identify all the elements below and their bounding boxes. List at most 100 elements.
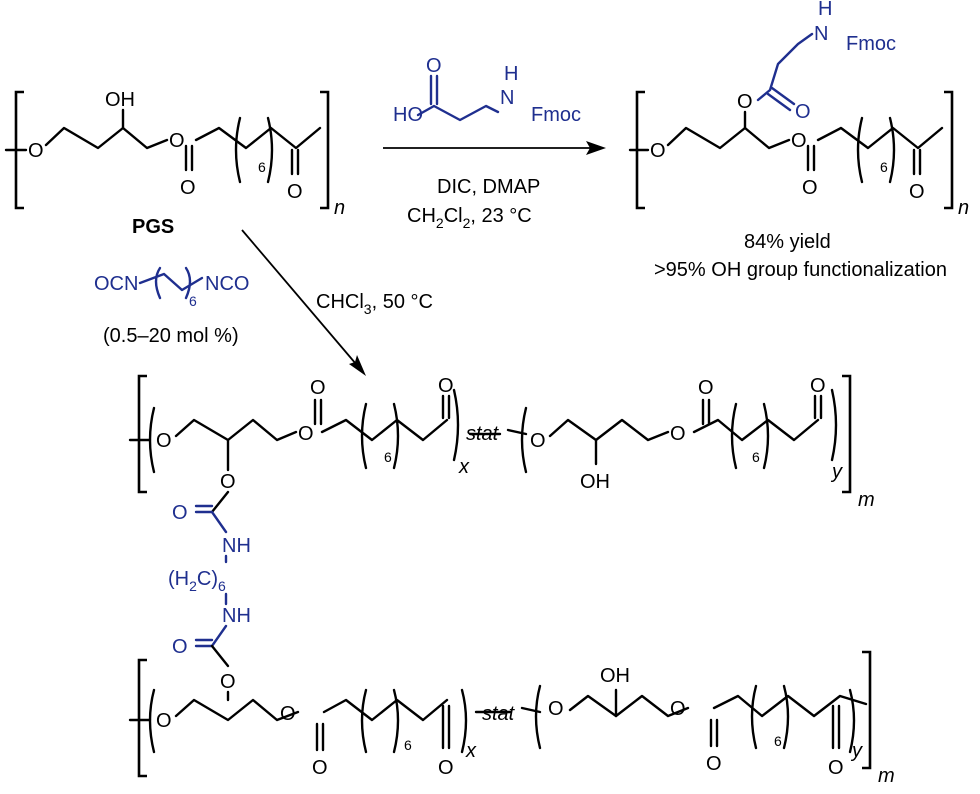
pgs-chain-count: 6 (258, 159, 266, 175)
lower-paren-y (534, 684, 856, 754)
fmoc-gly-n: N (500, 87, 514, 109)
upper-backbone-stat (468, 428, 528, 436)
upper-count-y: 6 (752, 449, 760, 465)
prod-functionalization: >95% OH group functionalization (654, 259, 947, 281)
lower-repeat-m: m (878, 765, 895, 787)
upper-o-carbonyl-x1: O (310, 377, 326, 399)
prod-yield: 84% yield (744, 231, 831, 253)
pgs-o-left: O (28, 140, 44, 162)
prod-o-carbonyl1: O (802, 177, 818, 199)
fmoc-gly-o: O (426, 55, 442, 77)
lower-o-carbonyl-x1: O (312, 757, 328, 779)
linker-nh-upper: NH (222, 535, 251, 557)
upper-bracket-left (137, 374, 147, 494)
prod-h: H (818, 0, 832, 20)
pgs-structure: O OH O O 6 O n PGS (4, 89, 345, 238)
lower-o-ester-y: O (670, 698, 686, 720)
diiso-count: 6 (189, 293, 197, 309)
prod-backbone (628, 126, 944, 152)
crosslinked-lower-chain: O O O 6 O x stat O OH O O 6 O y m (128, 650, 895, 787)
lower-o-carbonyl-y1: O (706, 753, 722, 775)
prod-o-carbonyl2: O (909, 181, 925, 203)
upper-o-ester-x: O (298, 423, 314, 445)
fmoc-glycine-reagent: HO O H N Fmoc (393, 55, 581, 126)
lower-backbone-y (568, 694, 868, 718)
upper-o-carbonyl-x2: O (438, 375, 454, 397)
pgs-repeat-n: n (334, 197, 345, 219)
lower-o-y-left: O (548, 698, 564, 720)
diiso-loading: (0.5–20 mol %) (103, 325, 239, 347)
prod-repeat-n: n (958, 197, 969, 219)
pgs-co-bond1 (184, 144, 194, 172)
lower-o-carbonyl-x2: O (438, 757, 454, 779)
prod-glycyl-bonds (756, 32, 814, 112)
upper-repeat-m: m (858, 489, 875, 511)
fmoc-pgs-product: O O O H N Fmoc O O 6 O n 84% yield >95% … (628, 0, 969, 281)
pgs-oh-label: OH (105, 89, 135, 111)
prod-o-left: O (650, 140, 666, 162)
linker-carbamate-upper (194, 504, 228, 534)
upper-o-carbonyl-y2: O (810, 375, 826, 397)
lower-paren-x (148, 688, 468, 754)
upper-bracket-right (842, 374, 852, 494)
lower-o-carbonyl-y2: O (828, 757, 844, 779)
diiso-nco-right: NCO (205, 273, 249, 295)
top-reaction-arrow: DIC, DMAP CH2Cl2, 23 °C (383, 141, 606, 231)
lower-count-y: 6 (774, 733, 782, 749)
prod-co-bond1 (806, 144, 816, 172)
prod-bracket-right (944, 90, 954, 210)
upper-sub-y: y (830, 461, 843, 483)
lower-count-x: 6 (404, 737, 412, 753)
lower-bracket-right (862, 650, 872, 770)
linker-o-lower (210, 644, 230, 668)
linker-hexyl-text: (H2C)6 (168, 568, 226, 594)
bottom-reaction-arrow: CHCl3, 50 °C (241, 229, 433, 376)
lower-o-left: O (156, 710, 172, 732)
fmoc-gly-fmoc: Fmoc (531, 104, 581, 126)
lower-sub-y: y (850, 740, 863, 762)
fmoc-gly-ho: HO (393, 104, 423, 126)
pgs-o-carbonyl2: O (287, 181, 303, 203)
upper-o-left: O (156, 430, 172, 452)
lower-backbone-x (128, 698, 449, 722)
pgs-co-bond2 (290, 148, 300, 176)
pgs-name: PGS (132, 216, 174, 238)
bottom-arrow-shaft (241, 229, 357, 365)
bottom-solvent: CHCl3, 50 °C (316, 291, 433, 317)
bottom-arrow-head (349, 355, 366, 376)
upper-o-y-left: O (530, 430, 546, 452)
diiso-ocn-left: OCN (94, 273, 138, 295)
lower-chain-parens (360, 684, 790, 754)
pgs-o-ester: O (169, 130, 185, 152)
pgs-o-carbonyl1: O (180, 177, 196, 199)
fmoc-gly-h: H (504, 63, 518, 85)
upper-o-ester-y: O (670, 423, 686, 445)
upper-oh-y: OH (580, 471, 610, 493)
upper-stat: stat (466, 423, 500, 445)
pgs-backbone (4, 126, 322, 152)
upper-o-link: O (220, 471, 236, 493)
lower-stat: stat (482, 703, 516, 725)
upper-co-bonds (313, 394, 823, 426)
prod-co-bond2 (912, 148, 922, 176)
prod-o-glycyl: O (795, 101, 811, 123)
pgs-bracket-right (320, 90, 330, 210)
linker-o-carbonyl-upper: O (172, 502, 188, 524)
lower-o-link: O (220, 671, 236, 693)
diiso-chain-paren (154, 266, 192, 300)
upper-backbone-x (128, 418, 449, 442)
lower-oh-y: OH (600, 665, 630, 687)
top-arrow-head (586, 141, 606, 155)
prod-chain-paren (856, 116, 896, 184)
upper-chain-parens (360, 402, 770, 470)
lower-bracket-left (137, 658, 147, 778)
crosslinked-upper-chain: O O O O 6 x stat O OH O O O 6 y m O (128, 374, 875, 511)
upper-paren-y (520, 388, 838, 474)
lower-co-bonds (315, 704, 841, 752)
prod-o-ester: O (791, 130, 807, 152)
linker-o-carbonyl-lower: O (172, 636, 188, 658)
upper-sub-x: x (458, 456, 470, 478)
lower-sub-x: x (465, 740, 477, 762)
upper-o-carbonyl-y1: O (698, 377, 714, 399)
